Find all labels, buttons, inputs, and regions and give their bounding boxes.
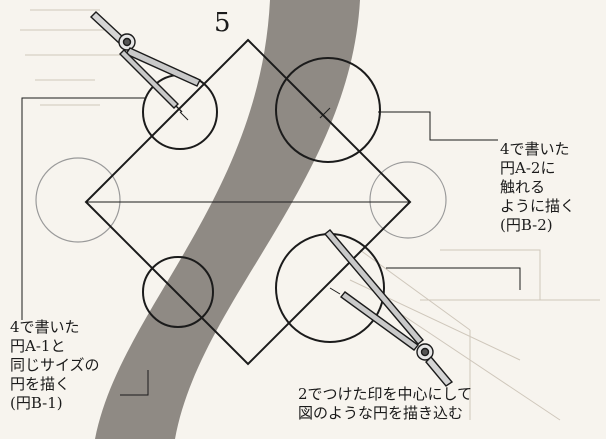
leader-lines <box>21 97 521 396</box>
radius-ticks <box>179 107 341 295</box>
compass-icon-bottom <box>324 229 454 387</box>
guide-circle-left <box>35 157 121 243</box>
step-number: 5 <box>214 8 231 38</box>
annotation-circle-b1: 4で書いた 円A-1と 同じサイズの 円を描く (円B-1) <box>10 318 100 412</box>
annotation-circle-b2: 4で書いた 円A-2に 触れる ように描く (円B-2) <box>500 140 576 234</box>
gray-swoosh <box>95 0 360 439</box>
circle-b2-top-right <box>275 57 381 163</box>
compass-icon-top <box>89 11 201 113</box>
annotation-center-marks: 2でつけた印を中心にして 図のような円を描き込む <box>298 385 473 422</box>
background-sketch <box>20 9 600 421</box>
diamond-shape <box>84 38 412 366</box>
guide-circle-right <box>369 161 447 239</box>
circle-b1-bottom-left <box>142 256 214 328</box>
